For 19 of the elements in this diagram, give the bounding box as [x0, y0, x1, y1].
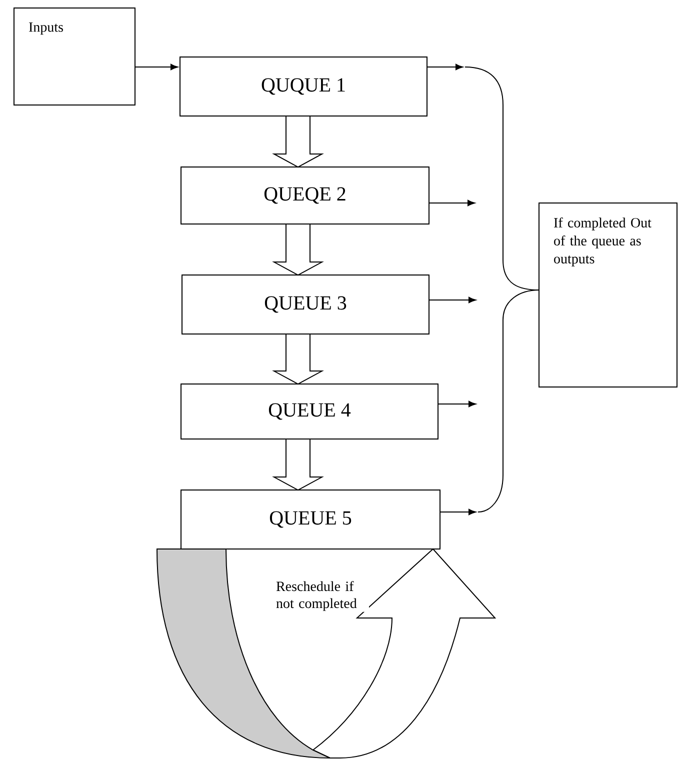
arrow	[429, 296, 476, 304]
arrow	[427, 64, 464, 70]
queue-box: QUEUE 3	[182, 274, 430, 334]
arrow	[440, 508, 476, 516]
block-arrow	[272, 224, 324, 276]
arrow	[135, 64, 178, 70]
text-box: Inputs	[14, 8, 136, 106]
block-arrow	[272, 438, 324, 491]
text-box: If completed Out of the queue as outputs	[538, 202, 678, 388]
queue-box: QUQUE 1	[180, 56, 428, 116]
block-arrow	[272, 116, 324, 168]
queue-box: QUEUE 5	[180, 490, 440, 550]
u-turn-arrow	[156, 548, 496, 758]
edge-label: Reschedule if not completed	[275, 580, 369, 612]
arrow	[438, 400, 476, 408]
queue-box: QUEQE 2	[180, 166, 430, 224]
block-arrow	[272, 334, 324, 385]
arrow	[429, 200, 476, 206]
queue-box: QUEUE 4	[180, 384, 438, 440]
